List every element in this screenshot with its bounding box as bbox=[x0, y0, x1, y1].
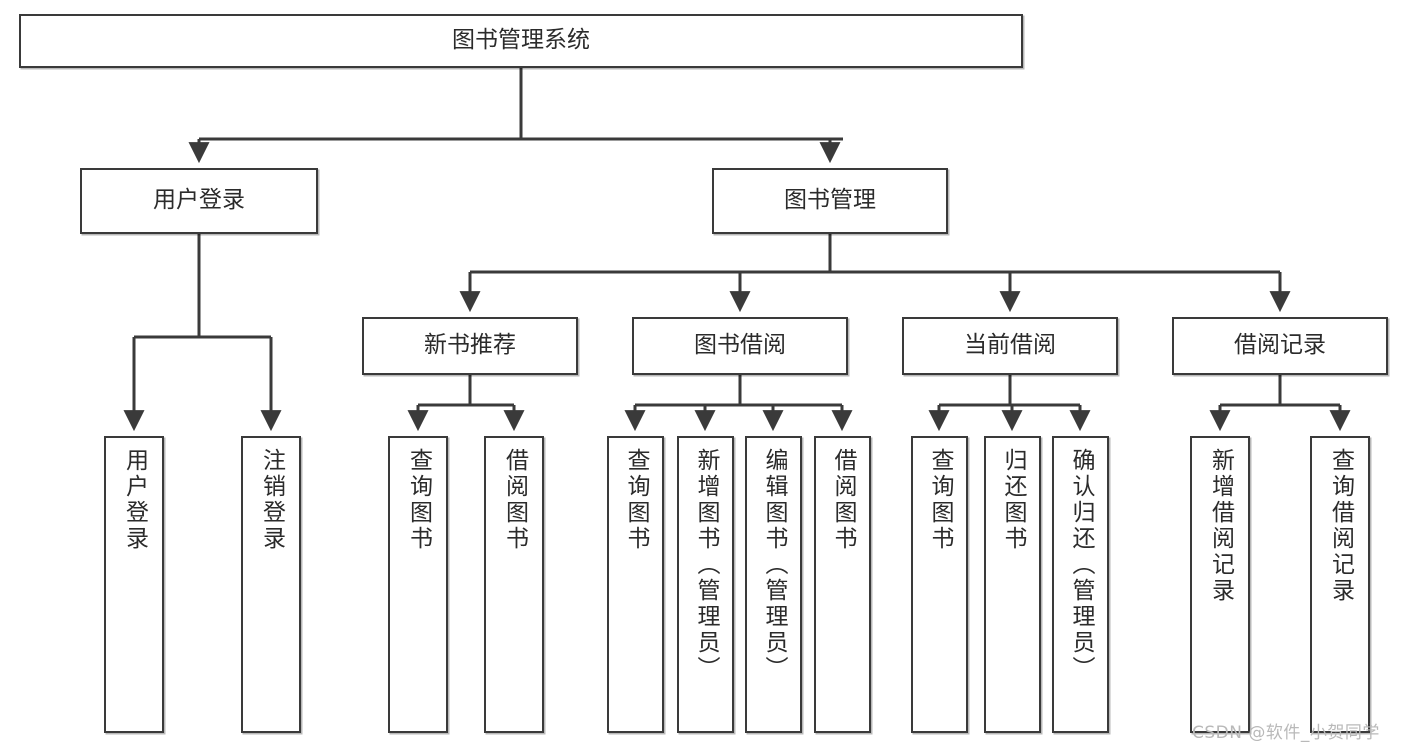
node-level3-3[interactable]: 借阅记录 bbox=[1172, 317, 1388, 375]
node-leaf-2-label: 查询图书 bbox=[405, 448, 432, 552]
node-leaf-5[interactable]: 新增图书（管理员） bbox=[677, 436, 734, 733]
node-leaf-1-label: 注销登录 bbox=[258, 448, 285, 552]
node-level2-1[interactable]: 图书管理 bbox=[712, 168, 948, 234]
node-leaf-3-label: 借阅图书 bbox=[501, 448, 528, 552]
node-leaf-8-label: 查询图书 bbox=[927, 448, 953, 552]
node-leaf-10-label: 确认归还（管理员） bbox=[1068, 448, 1094, 682]
node-level3-2[interactable]: 当前借阅 bbox=[902, 317, 1118, 375]
node-root[interactable]: 图书管理系统 bbox=[19, 14, 1023, 68]
node-leaf-4-label: 查询图书 bbox=[623, 448, 649, 552]
node-leaf-1[interactable]: 注销登录 bbox=[241, 436, 301, 733]
node-leaf-6-label: 编辑图书（管理员） bbox=[761, 448, 787, 682]
node-leaf-7[interactable]: 借阅图书 bbox=[814, 436, 871, 733]
node-level3-1-label: 图书借阅 bbox=[694, 332, 786, 359]
node-root-label: 图书管理系统 bbox=[452, 27, 590, 54]
node-leaf-2[interactable]: 查询图书 bbox=[388, 436, 448, 733]
node-level3-0-label: 新书推荐 bbox=[424, 332, 516, 359]
node-leaf-8[interactable]: 查询图书 bbox=[911, 436, 968, 733]
node-leaf-3[interactable]: 借阅图书 bbox=[484, 436, 544, 733]
node-level3-1[interactable]: 图书借阅 bbox=[632, 317, 848, 375]
watermark: CSDN @软件_小贺同学 bbox=[1192, 723, 1380, 743]
node-leaf-7-label: 借阅图书 bbox=[830, 448, 856, 552]
node-level2-0[interactable]: 用户登录 bbox=[80, 168, 318, 234]
node-leaf-4[interactable]: 查询图书 bbox=[607, 436, 664, 733]
node-level2-1-label: 图书管理 bbox=[784, 187, 876, 214]
node-leaf-10[interactable]: 确认归还（管理员） bbox=[1052, 436, 1109, 733]
node-leaf-0[interactable]: 用户登录 bbox=[104, 436, 164, 733]
node-leaf-6[interactable]: 编辑图书（管理员） bbox=[745, 436, 802, 733]
node-leaf-9-label: 归还图书 bbox=[1000, 448, 1026, 552]
node-level3-0[interactable]: 新书推荐 bbox=[362, 317, 578, 375]
node-leaf-0-label: 用户登录 bbox=[121, 448, 148, 552]
node-leaf-11-label: 新增借阅记录 bbox=[1207, 448, 1234, 604]
node-level3-3-label: 借阅记录 bbox=[1234, 332, 1326, 359]
node-level3-2-label: 当前借阅 bbox=[964, 332, 1056, 359]
node-leaf-9[interactable]: 归还图书 bbox=[984, 436, 1041, 733]
node-leaf-5-label: 新增图书（管理员） bbox=[693, 448, 719, 682]
node-leaf-12-label: 查询借阅记录 bbox=[1327, 448, 1354, 604]
node-level2-0-label: 用户登录 bbox=[153, 187, 245, 214]
node-leaf-11[interactable]: 新增借阅记录 bbox=[1190, 436, 1250, 733]
node-leaf-12[interactable]: 查询借阅记录 bbox=[1310, 436, 1370, 733]
